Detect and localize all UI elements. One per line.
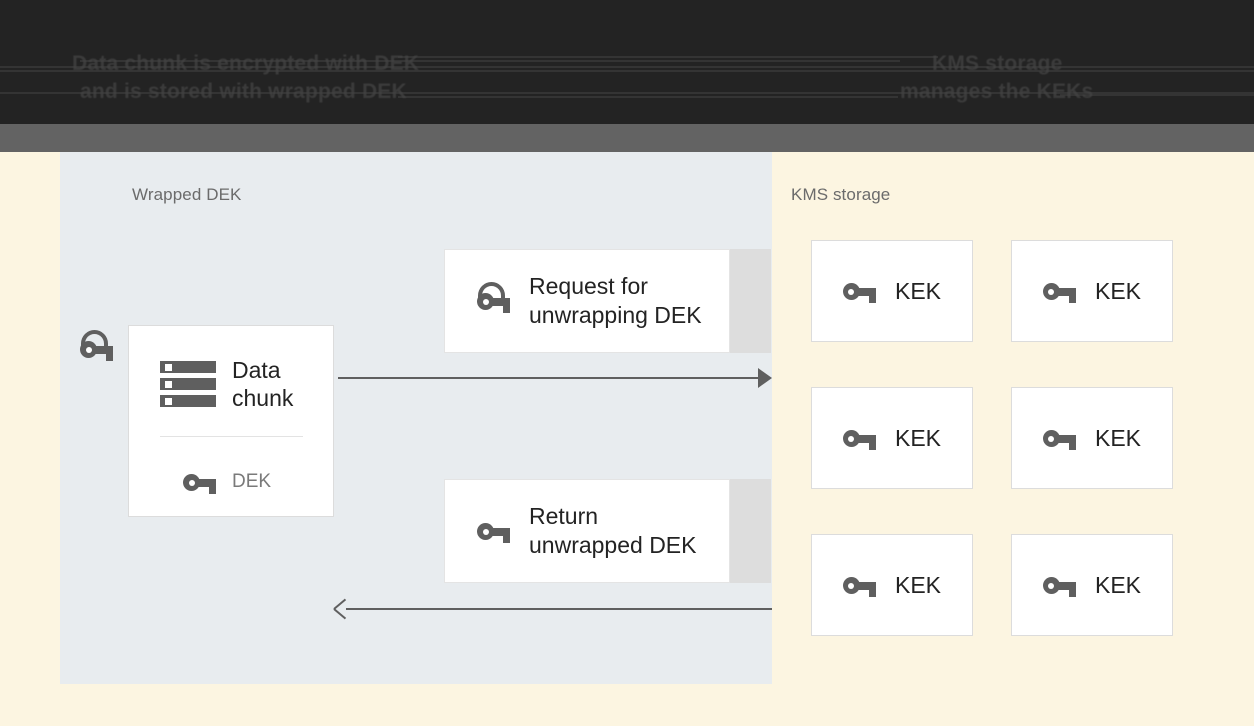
scanline <box>0 92 1254 94</box>
key-icon <box>1042 427 1077 450</box>
data-chunk-card-header: Data chunk <box>129 326 333 442</box>
kek-label: KEK <box>894 424 942 451</box>
key-icon <box>1042 574 1077 597</box>
scanline <box>398 96 898 98</box>
key-icon <box>842 427 877 450</box>
return-unwrapped-label: Return unwrapped DEK <box>529 503 697 558</box>
wrapped-key-icon <box>80 330 114 361</box>
return-unwrapped-card[interactable]: Return unwrapped DEK <box>444 479 730 583</box>
kek-card[interactable]: KEK <box>811 240 973 342</box>
key-icon <box>477 520 511 543</box>
kek-card[interactable]: KEK <box>1011 534 1173 636</box>
scanline <box>80 60 900 62</box>
kek-card[interactable]: KEK <box>1011 387 1173 489</box>
gray-divider-band <box>0 124 1254 152</box>
scanline <box>398 56 938 58</box>
caption-left-line-2: and is stored with wrapped DEK <box>80 80 407 103</box>
kek-label: KEK <box>1094 571 1142 598</box>
scanline <box>0 70 1254 72</box>
dek-label: DEK <box>232 471 272 492</box>
caption-right-line-2: manages the KEKs <box>900 80 1094 103</box>
data-chunk-card-footer: DEK <box>129 460 333 504</box>
kek-label: KEK <box>1094 424 1142 451</box>
key-icon <box>183 471 217 494</box>
kek-grid: KEK KEK KEK KEK KEK <box>811 240 1173 648</box>
caption-overlay: Data chunk is encrypted with DEK and is … <box>0 48 1254 112</box>
request-unwrap-card[interactable]: Request for unwrapping DEK <box>444 249 730 353</box>
scanline <box>1060 94 1254 96</box>
caption-left-line-1: Data chunk is encrypted with DEK <box>72 52 420 75</box>
storage-panel-title: Wrapped DEK <box>132 185 242 204</box>
arrow-from-kms-line <box>346 608 772 610</box>
data-chunk-card[interactable]: Data chunk DEK <box>128 325 334 517</box>
arrow-right-icon <box>758 368 772 388</box>
database-icon <box>160 361 216 407</box>
key-icon <box>842 280 877 303</box>
scanline <box>0 66 1254 68</box>
kek-card[interactable]: KEK <box>811 534 973 636</box>
request-unwrap-label: Request for unwrapping DEK <box>529 273 702 328</box>
kek-label: KEK <box>1094 277 1142 304</box>
arrow-to-kms-line <box>338 377 768 379</box>
top-bar: Data chunk is encrypted with DEK and is … <box>0 0 1254 124</box>
caption-right-line-1: KMS storage <box>932 52 1063 75</box>
kek-card[interactable]: KEK <box>811 387 973 489</box>
kms-panel-title: KMS storage <box>791 185 891 204</box>
data-chunk-label: Data chunk <box>232 357 294 411</box>
card-divider <box>160 436 303 437</box>
arrow-left-icon <box>334 601 346 617</box>
kek-card[interactable]: KEK <box>1011 240 1173 342</box>
kek-label: KEK <box>894 571 942 598</box>
diagram-canvas: Wrapped DEK Request for unwrapping DEK R… <box>0 152 1254 726</box>
key-icon <box>842 574 877 597</box>
key-icon <box>1042 280 1077 303</box>
wrapped-key-icon <box>477 282 511 313</box>
kek-label: KEK <box>894 277 942 304</box>
